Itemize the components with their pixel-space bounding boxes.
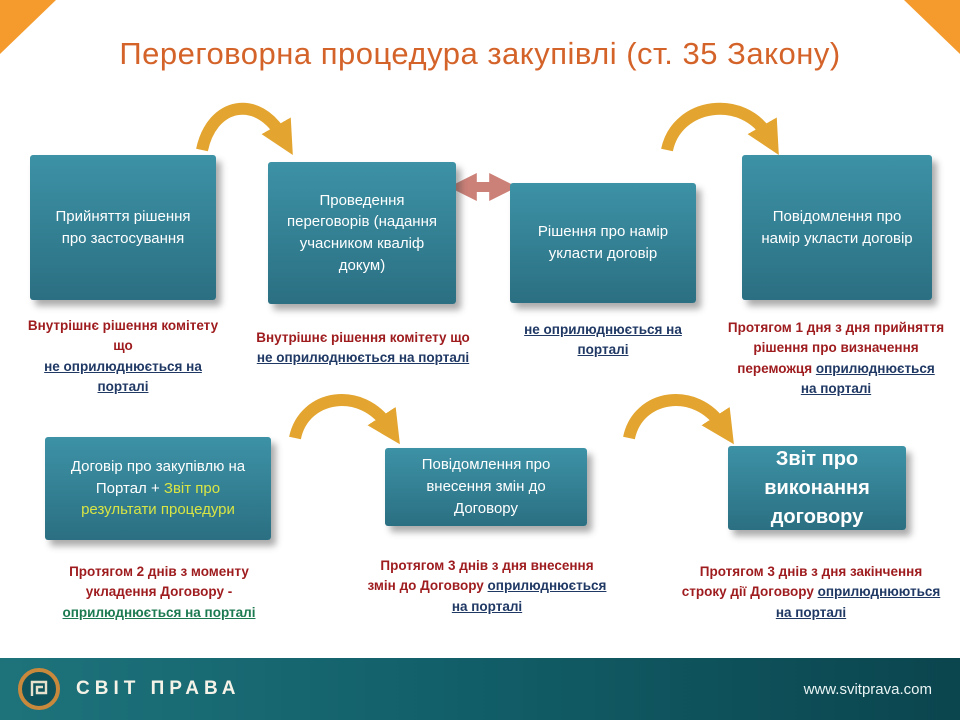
box-intent-notice: Повідомлення про намір укласти договір (742, 155, 932, 300)
slide-title: Переговорна процедура закупівлі (ст. 35 … (119, 36, 841, 71)
brand-name: СВІТ ПРАВА (76, 678, 241, 699)
corner-accent-top-left (0, 0, 56, 54)
note-intent-decision: не оприлюднюється на порталі (524, 322, 682, 358)
box-negotiations: Проведення переговорів (надання учаснико… (268, 162, 456, 304)
brand-logo-icon (18, 668, 60, 710)
box-contract-upload: Договір про закупівлю на Портал + Звіт п… (45, 437, 271, 540)
box-negotiations-text: Проведення переговорів (надання учаснико… (287, 191, 437, 274)
curved-arrow-step6-to-step7 (623, 394, 734, 445)
box-intent-decision: Рішення про намір укласти договір (510, 183, 696, 303)
note-intent-notice: Протягом 1 дня з дня прийняття рішення п… (727, 320, 945, 396)
note-performance-report: Протягом 3 днів з дня закінчення строку … (681, 564, 941, 620)
note-decision-application: Внутрішнє рішення комітету що не оприлюд… (27, 318, 219, 394)
note-contract-upload: Протягом 2 днів з моменту укладення Дого… (62, 564, 256, 620)
box-intent-notice-text: Повідомлення про намір укласти договір (761, 207, 913, 247)
box-performance-report-text: Звіт про виконання договору (764, 447, 870, 528)
box-changes-notice: Повідомлення про внесення змін до Догово… (385, 448, 587, 526)
curved-arrow-step1-to-step2 (196, 102, 293, 155)
curved-arrow-step3-to-step4 (661, 102, 779, 155)
note-negotiations: Внутрішнє рішення комітету що не оприлюд… (256, 330, 470, 366)
website-url: www.svitprava.com (803, 680, 932, 698)
box-decision-application-text: Прийняття рішення про застосування (55, 207, 191, 247)
note-changes-notice: Протягом 3 днів з дня внесення змін до Д… (367, 558, 607, 614)
box-decision-application: Прийняття рішення про застосування (30, 155, 216, 300)
box-changes-notice-text: Повідомлення про внесення змін до Догово… (421, 456, 551, 517)
corner-accent-top-right (904, 0, 960, 54)
box-performance-report: Звіт про виконання договору (728, 446, 906, 530)
curved-arrow-step5-to-step6 (289, 394, 400, 445)
footer-bar: СВІТ ПРАВА www.svitprava.com (0, 658, 960, 720)
box-contract-upload-text: Договір про закупівлю на Портал + Звіт п… (70, 457, 246, 519)
box-intent-decision-text: Рішення про намір укласти договір (537, 223, 669, 262)
